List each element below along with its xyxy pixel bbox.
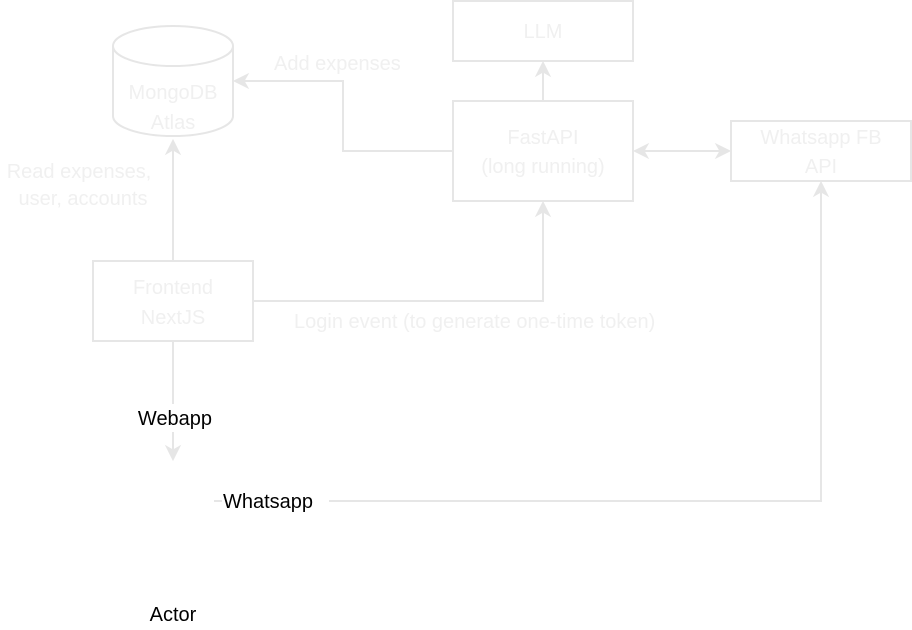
node-fastapi-box xyxy=(452,100,634,202)
cylinder-body xyxy=(112,46,234,137)
node-llm[interactable]: LLM xyxy=(452,0,634,62)
arrowhead-icon xyxy=(534,200,552,218)
edge-label-read-expenses-line2: user, accounts xyxy=(19,188,148,210)
edge-login-event[interactable] xyxy=(253,200,552,302)
arrowhead-icon xyxy=(534,60,552,78)
node-mongodb-atlas[interactable]: MongoDB Atlas xyxy=(112,25,234,137)
edge-fastapi-llm[interactable] xyxy=(534,60,552,101)
arrowhead-icon xyxy=(812,180,830,198)
edge-label-add-expenses: Add expenses xyxy=(274,53,401,75)
arrowhead-icon xyxy=(232,72,250,90)
node-actor[interactable]: Actor xyxy=(148,467,198,626)
node-llm-label: LLM xyxy=(524,21,563,43)
arrowhead-icon xyxy=(164,138,182,156)
edge-whatsapp-line-right[interactable] xyxy=(329,192,822,502)
node-whatsapp-api-label-line1: Whatsapp FB xyxy=(760,127,881,149)
node-mongodb-label-line1: MongoDB xyxy=(129,82,218,104)
edge-add-expenses[interactable] xyxy=(232,72,453,152)
node-actor-label: Actor xyxy=(150,604,197,626)
edge-fastapi-whatsapp-api[interactable] xyxy=(632,142,732,160)
edge-read-expenses[interactable] xyxy=(164,138,182,261)
node-fastapi-label-line2: (long running) xyxy=(481,156,604,178)
node-whatsapp-fb-api[interactable]: Whatsapp FB API xyxy=(730,120,912,182)
edge-webapp[interactable] xyxy=(164,341,182,462)
edge-label-login-event: Login event (to generate one-time token) xyxy=(294,311,655,333)
edge-login-event-line[interactable] xyxy=(253,212,544,302)
node-frontend-nextjs[interactable]: Frontend NextJS xyxy=(92,260,254,342)
node-mongodb-label-line2: Atlas xyxy=(151,112,195,134)
edge-label-whatsapp: Whatsapp xyxy=(223,491,313,513)
node-fastapi[interactable]: FastAPI (long running) xyxy=(452,100,634,202)
node-whatsapp-api-label-line2: API xyxy=(805,156,837,178)
node-whatsapp-api-box xyxy=(730,120,912,182)
node-frontend-label-line1: Frontend xyxy=(133,277,213,299)
node-frontend-label-line2: NextJS xyxy=(141,307,205,329)
edge-whatsapp[interactable] xyxy=(214,180,830,502)
edge-label-webapp: Webapp xyxy=(138,408,212,430)
arrowhead-icon xyxy=(164,444,182,462)
node-frontend-box xyxy=(92,260,254,342)
edge-label-read-expenses-line1: Read expenses, xyxy=(7,161,152,183)
actor-icon xyxy=(148,467,198,561)
node-llm-box xyxy=(452,0,634,62)
edge-add-expenses-line[interactable] xyxy=(244,80,453,152)
arrowhead-icon xyxy=(632,142,650,160)
node-fastapi-label-line1: FastAPI xyxy=(507,127,578,149)
cylinder-top xyxy=(112,25,234,67)
arrowhead-icon xyxy=(714,142,732,160)
